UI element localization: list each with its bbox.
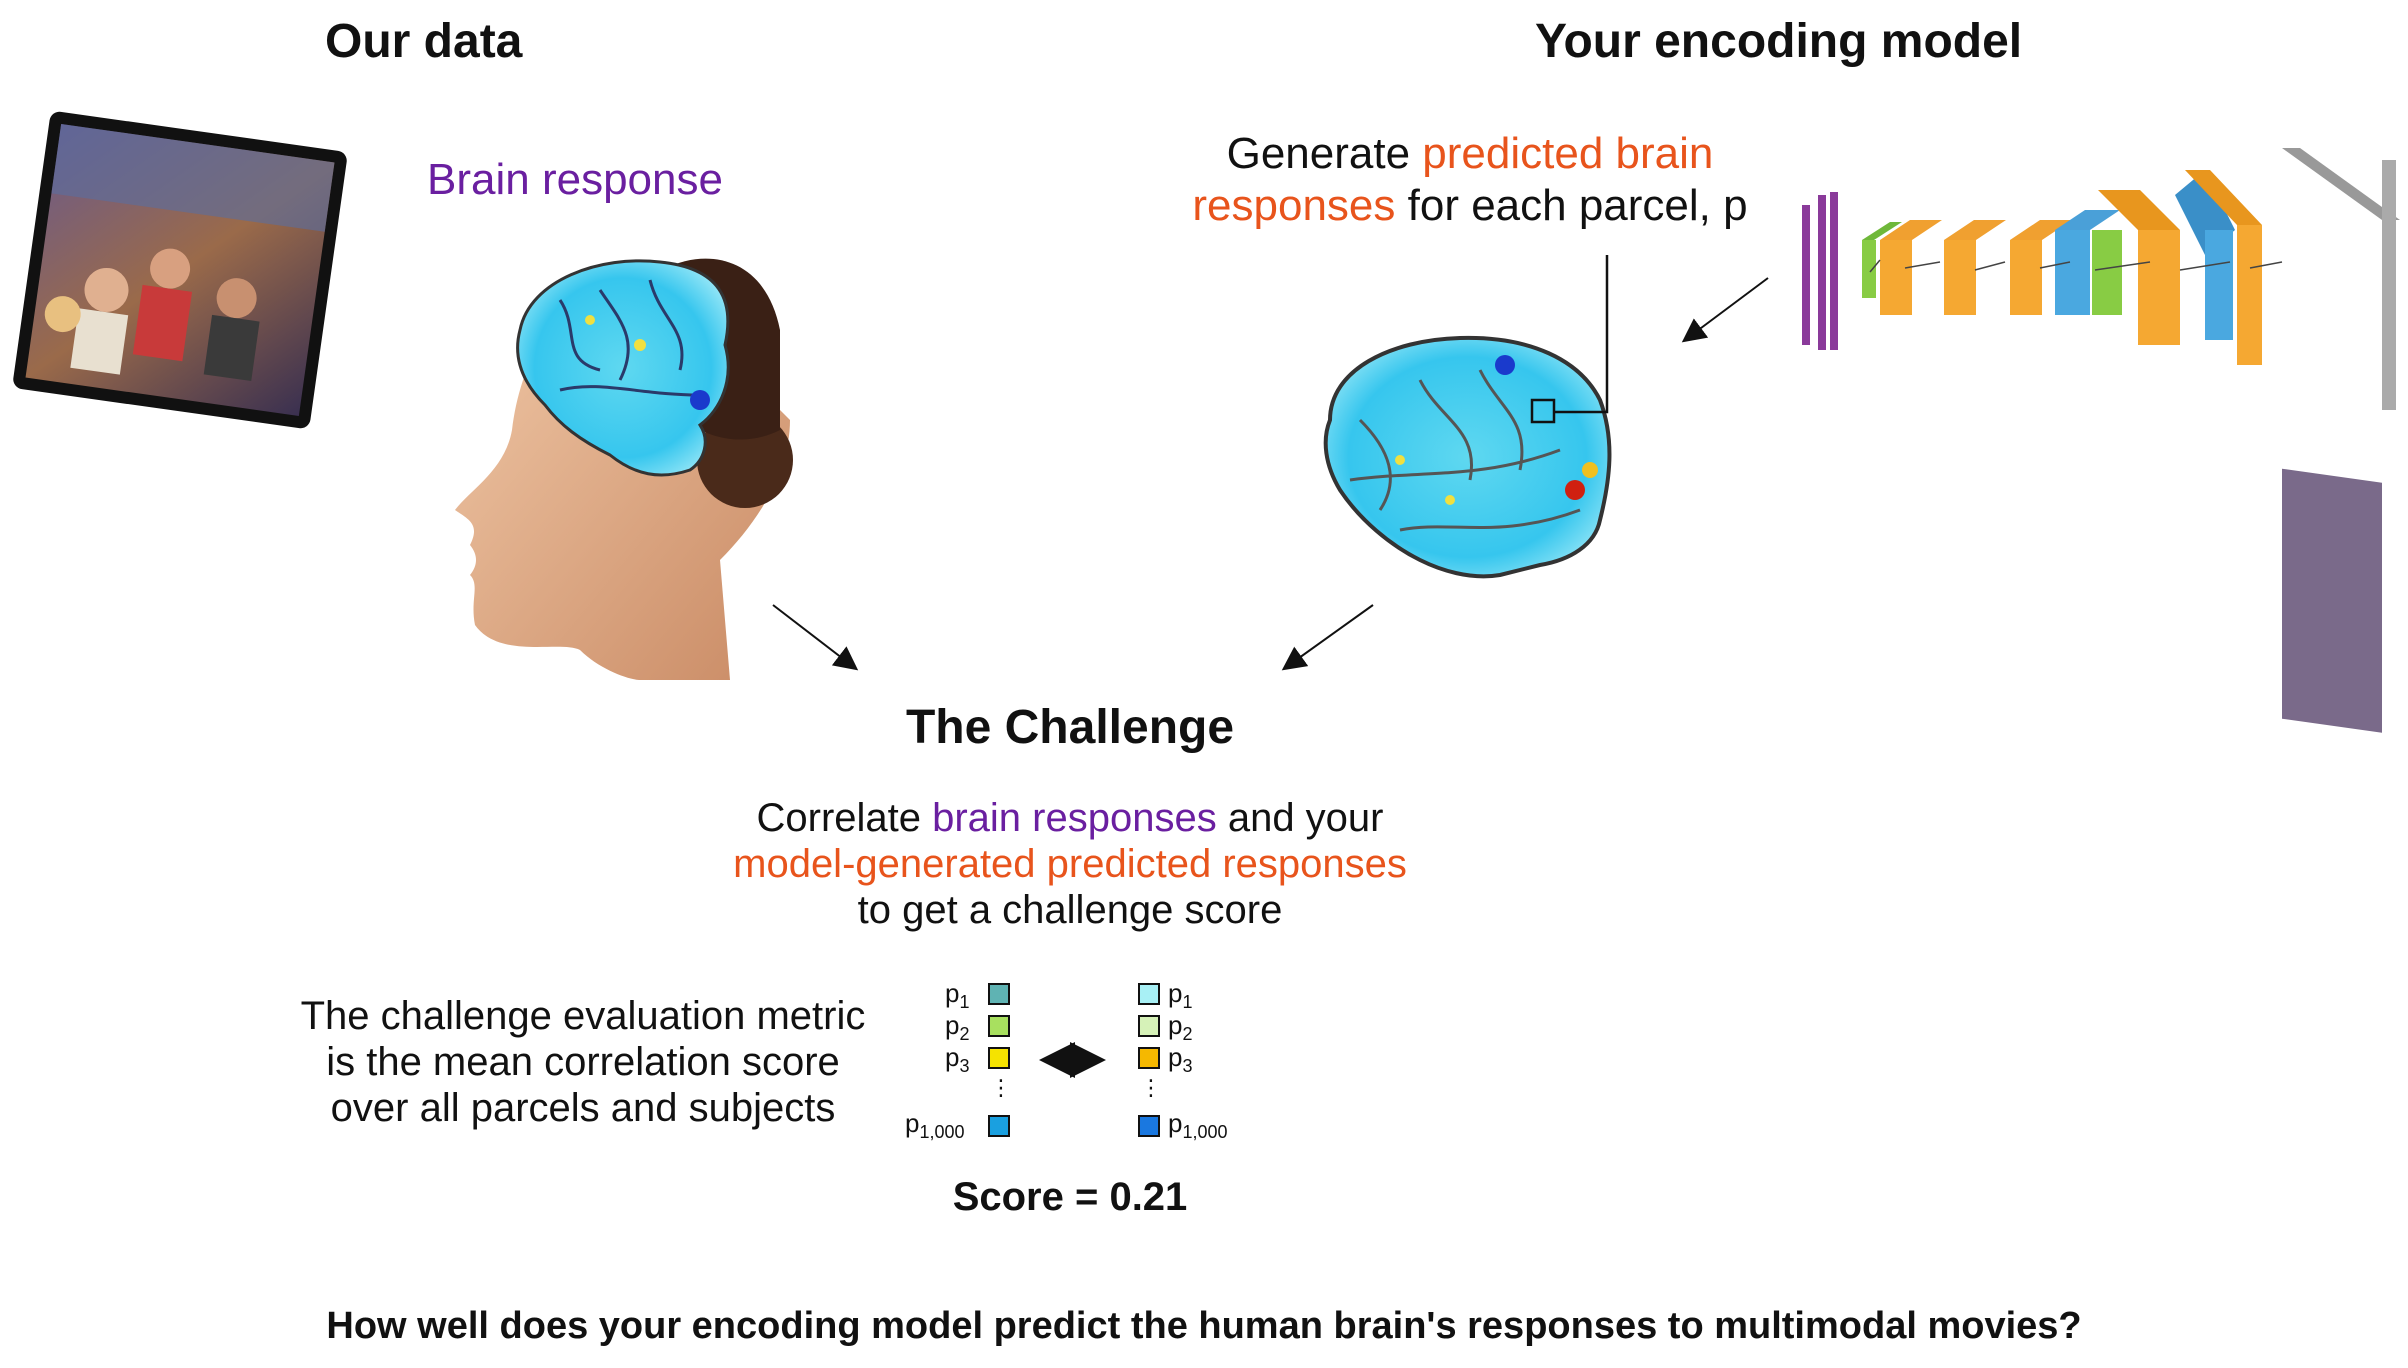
arrow-brain-to-challenge bbox=[1281, 604, 1374, 671]
right-dots: ⋮ bbox=[1140, 1075, 1162, 1100]
left-parcel-square-1000 bbox=[988, 1115, 1010, 1137]
metric-line-1: The challenge evaluation metric bbox=[300, 994, 866, 1038]
movie-frame-icon bbox=[13, 111, 347, 429]
right-parcel-square-1000 bbox=[1138, 1115, 1160, 1137]
left-parcel-label-3: p3 bbox=[945, 1042, 970, 1077]
generate-text: Generate predicted brain responses for e… bbox=[1160, 128, 1780, 232]
right-parcel-label-3: p3 bbox=[1168, 1042, 1193, 1077]
our-data-title: Our data bbox=[325, 15, 523, 68]
left-parcel-label-2: p2 bbox=[945, 1010, 970, 1045]
challenge-title: The Challenge bbox=[905, 701, 1235, 754]
left-parcel-square-1 bbox=[988, 983, 1010, 1005]
right-parcel-label-1000: p1,000 bbox=[1168, 1108, 1228, 1143]
right-parcel-square-3 bbox=[1138, 1047, 1160, 1069]
left-parcel-square-3 bbox=[988, 1047, 1010, 1069]
challenge-description: Correlate brain responses and your model… bbox=[620, 795, 1520, 933]
left-dots: ⋮ bbox=[990, 1075, 1012, 1100]
generate-pre: Generate bbox=[1226, 129, 1423, 178]
neural-network-icon bbox=[1802, 148, 2400, 733]
brain-response-label: Brain response bbox=[427, 155, 723, 204]
challenge-line-3: to get a challenge score bbox=[857, 888, 1283, 932]
arrow-head-to-challenge bbox=[772, 604, 859, 671]
line1-purple: brain responses bbox=[932, 796, 1217, 840]
right-parcel-square-1 bbox=[1138, 983, 1160, 1005]
encoding-model-title: Your encoding model bbox=[1535, 15, 2023, 68]
metric-line-2: is the mean correlation score bbox=[326, 1040, 840, 1084]
generate-post: for each parcel, p bbox=[1395, 181, 1748, 230]
challenge-line-2: model-generated predicted responses bbox=[733, 842, 1407, 886]
right-parcel-label-2: p2 bbox=[1168, 1010, 1193, 1045]
arrow-cnn-to-brain bbox=[1681, 277, 1769, 343]
metric-text: The challenge evaluation metric is the m… bbox=[283, 993, 883, 1131]
head-brain-map bbox=[516, 259, 730, 477]
challenge-line-1: Correlate brain responses and your bbox=[620, 795, 1520, 841]
left-parcel-square-2 bbox=[988, 1015, 1010, 1037]
generate-orange: predicted brain responses bbox=[1192, 129, 1714, 230]
right-parcel-square-2 bbox=[1138, 1015, 1160, 1037]
left-parcel-label-1: p1 bbox=[945, 978, 970, 1013]
score: Score = 0.21 bbox=[952, 1175, 1188, 1219]
left-parcel-label-1000: p1,000 bbox=[905, 1108, 965, 1143]
footer-question: How well does your encoding model predic… bbox=[326, 1305, 2082, 1347]
metric-line-3: over all parcels and subjects bbox=[330, 1086, 836, 1130]
brain-map-icon bbox=[1323, 255, 1612, 579]
line1-pre: Correlate bbox=[756, 796, 933, 840]
line1-post: and your bbox=[1216, 796, 1384, 840]
right-parcel-label-1: p1 bbox=[1168, 978, 1193, 1013]
